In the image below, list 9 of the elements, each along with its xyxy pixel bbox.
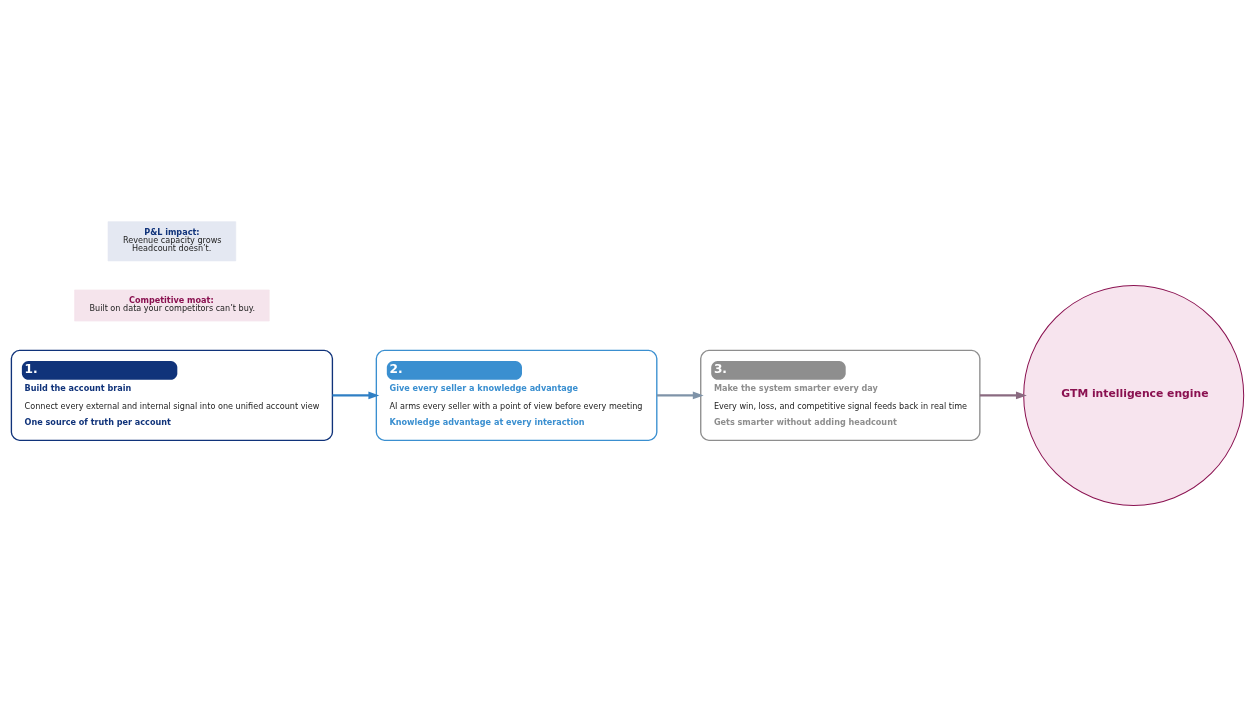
node-box: Competitive moat: Built on data your competitors can’t buy. bbox=[74, 289, 270, 322]
node-box: 1. Build the account brain Connect every external and internal signal into one unified account view One source of truth per account bbox=[10, 349, 334, 441]
node-box: 3. Make the system smarter every day Every win, loss, and competitive signal feeds back in real time Gets smarter without adding headcount bbox=[700, 349, 981, 441]
node-circle: GTM intelligence engine bbox=[1023, 284, 1245, 506]
arrow bbox=[979, 391, 1027, 400]
arrow bbox=[657, 391, 704, 400]
node-box: P&L impact: Revenue capacity grows Headcount doesn’t. bbox=[107, 221, 237, 262]
arrow bbox=[332, 391, 380, 400]
node-box: 2. Give every seller a knowledge advantage AI arms every seller with a point of view before every meeting Knowledge advantage at every interaction bbox=[375, 349, 658, 441]
